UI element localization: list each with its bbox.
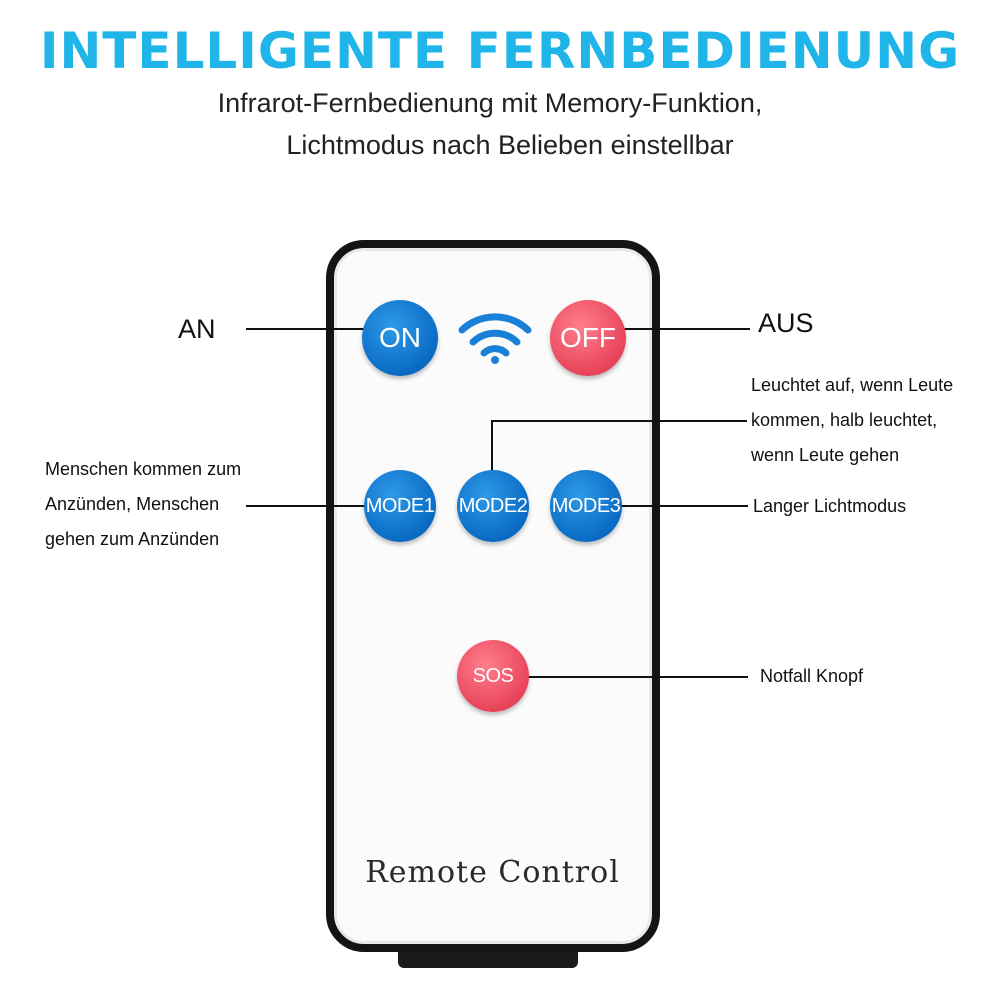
off-button[interactable]: OFF	[550, 300, 626, 376]
mode3-annotation: Langer Lichtmodus	[753, 496, 907, 516]
remote-bottom-edge	[398, 952, 578, 968]
mode1-annotation-line: Menschen kommen zum	[45, 459, 242, 479]
mode1-button[interactable]: MODE1	[364, 470, 436, 542]
mode1-annotation-line: Anzünden, Menschen	[45, 494, 220, 514]
mode2-button[interactable]: MODE2	[457, 470, 529, 542]
mode2-annotation-line: Leuchtet auf, wenn Leute	[751, 375, 954, 395]
subtitle-line-1: Infrarot-Fernbedienung mit Memory-Funkti…	[217, 88, 763, 118]
off-annotation: AUS	[758, 308, 814, 338]
subtitle-line-2: Lichtmodus nach Belieben einstellbar	[286, 130, 734, 160]
mode1-connector-line	[246, 505, 406, 507]
sos-button[interactable]: SOS	[457, 640, 529, 712]
remote-label: Remote Control	[365, 855, 620, 890]
sos-connector-line	[493, 676, 748, 678]
mode3-connector-line	[586, 505, 748, 507]
mode2-annotation-line: wenn Leute gehen	[751, 445, 900, 465]
on-annotation: AN	[178, 314, 216, 344]
mode2-annotation-line: kommen, halb leuchtet,	[751, 410, 938, 430]
mode3-button[interactable]: MODE3	[550, 470, 622, 542]
mode1-annotation-line: gehen zum Anzünden	[45, 529, 220, 549]
sos-annotation: Notfall Knopf	[760, 666, 864, 686]
mode2-connector-vertical	[491, 420, 493, 500]
off-connector-line	[592, 328, 750, 330]
wifi-icon	[458, 313, 532, 364]
page-title: INTELLIGENTE FERNBEDIENUNG	[39, 22, 961, 80]
mode2-connector-horizontal	[491, 420, 747, 422]
on-button[interactable]: ON	[362, 300, 438, 376]
on-connector-line	[246, 328, 406, 330]
